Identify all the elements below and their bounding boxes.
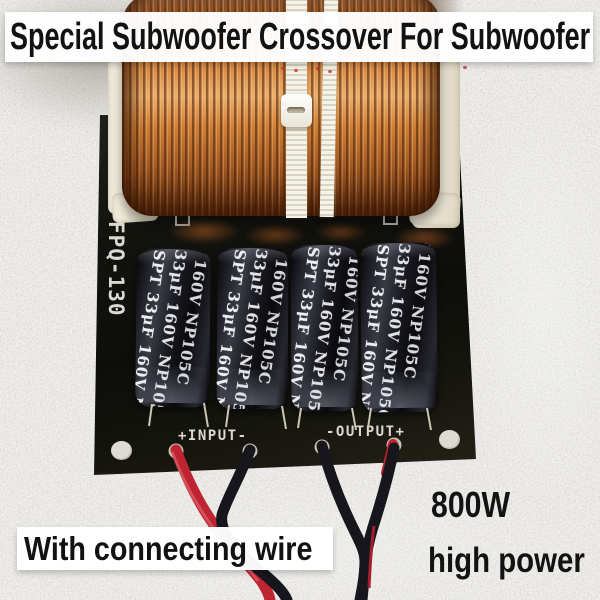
caption-text: With connecting wire — [24, 529, 313, 567]
zip-tie-buckle — [281, 94, 312, 127]
solder-pads — [168, 437, 402, 459]
red-speck — [328, 70, 332, 73]
title-text: Special Subwoofer Crossover For Subwoofe… — [10, 15, 591, 58]
output-pair-red-edge — [367, 525, 376, 589]
background-highlight — [455, 90, 600, 510]
red-speck — [281, 67, 285, 70]
copper-reflection — [245, 224, 305, 246]
mounting-hole-left — [111, 441, 132, 460]
caption-banner: With connecting wire — [17, 527, 333, 570]
capacitor-leads — [148, 402, 432, 431]
title-banner: Special Subwoofer Crossover For Subwoofe… — [5, 12, 593, 62]
input-label: +INPUT- — [178, 428, 248, 444]
output-wire-black-right — [356, 442, 400, 600]
board-model-label: FPQ-130 — [104, 221, 128, 317]
output-label: -OUTPUT+ — [326, 424, 406, 440]
mounting-hole-right — [439, 430, 460, 449]
output-wire-black-left — [316, 440, 371, 600]
red-speck — [294, 69, 298, 72]
red-speck — [316, 67, 320, 70]
red-speck — [463, 66, 467, 69]
high-power-text: high power — [428, 541, 585, 580]
power-rating-text: 800W — [431, 484, 510, 525]
copper-reflection — [315, 222, 367, 242]
copper-reflection — [168, 218, 240, 244]
